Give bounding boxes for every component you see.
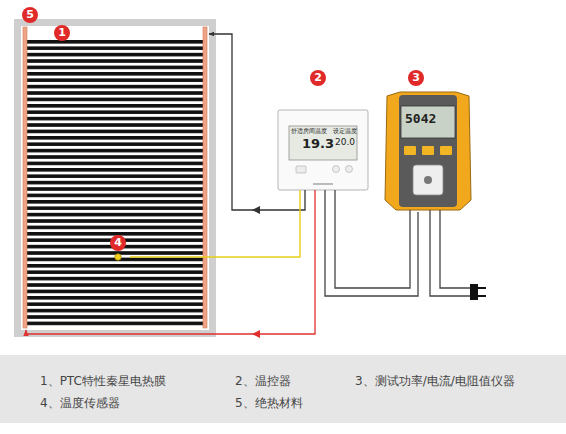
- sensor-wire: [130, 190, 300, 257]
- meter-display: [401, 106, 455, 138]
- socket-hole: [424, 176, 432, 184]
- thermostat-body: [278, 110, 368, 190]
- display-reading: 5042: [405, 112, 436, 126]
- wire: [440, 210, 472, 288]
- wire: [430, 210, 472, 296]
- meter-body: [385, 92, 471, 210]
- insulation-frame: 514: [14, 19, 216, 337]
- thermostat-slot: [313, 183, 333, 185]
- meter-face: [399, 95, 457, 207]
- test-meter: 35042: [383, 90, 473, 212]
- display-text: 房间温度: [303, 128, 327, 134]
- wire: [335, 190, 410, 288]
- wire-connector: [325, 190, 418, 296]
- legend-band: [0, 355, 566, 423]
- meter-button: [404, 146, 416, 155]
- thermostat: 2舒适房间温度设定温度19.320.0: [276, 108, 370, 190]
- meter-button: [440, 146, 452, 155]
- film-ground: [21, 26, 209, 330]
- callout-number: 3: [408, 70, 424, 86]
- callout-number: 5: [22, 7, 38, 23]
- insulation-frame: [14, 19, 216, 337]
- busbar: [23, 27, 27, 328]
- meter-button: [422, 146, 434, 155]
- thermostat-button: [346, 166, 353, 173]
- sensor-dot: [115, 254, 121, 260]
- thermostat-button: [333, 166, 340, 173]
- temperature-sensor: 4: [106, 233, 130, 265]
- thermostat-display: [289, 126, 357, 160]
- legend-note: 5、绝热材料: [235, 396, 303, 410]
- plug: [470, 284, 486, 300]
- display-text: 舒适: [291, 128, 303, 134]
- busbar: [203, 27, 207, 328]
- legend-note: 3、测试功率/电流/电阻值仪器: [355, 374, 515, 388]
- thermostat-button: [296, 166, 306, 173]
- callout-number: 1: [54, 25, 70, 41]
- callout-number: 2: [310, 70, 326, 86]
- legend-note: 4、温度传感器: [40, 396, 120, 410]
- display-text: 设定温度: [333, 128, 357, 134]
- heating-film: 14: [21, 26, 209, 330]
- heating-stripes: [24, 40, 206, 326]
- display-reading: 19.3: [302, 137, 334, 151]
- wire-connector: [26, 190, 315, 334]
- meter-socket: [413, 165, 443, 195]
- legend-note: 2、温控器: [235, 374, 291, 388]
- callout-number: 4: [110, 235, 126, 251]
- display-reading: 20.0: [335, 138, 355, 148]
- legend-note: 1、PTC特性秦星电热膜: [40, 374, 166, 388]
- wire-connector: [209, 34, 305, 210]
